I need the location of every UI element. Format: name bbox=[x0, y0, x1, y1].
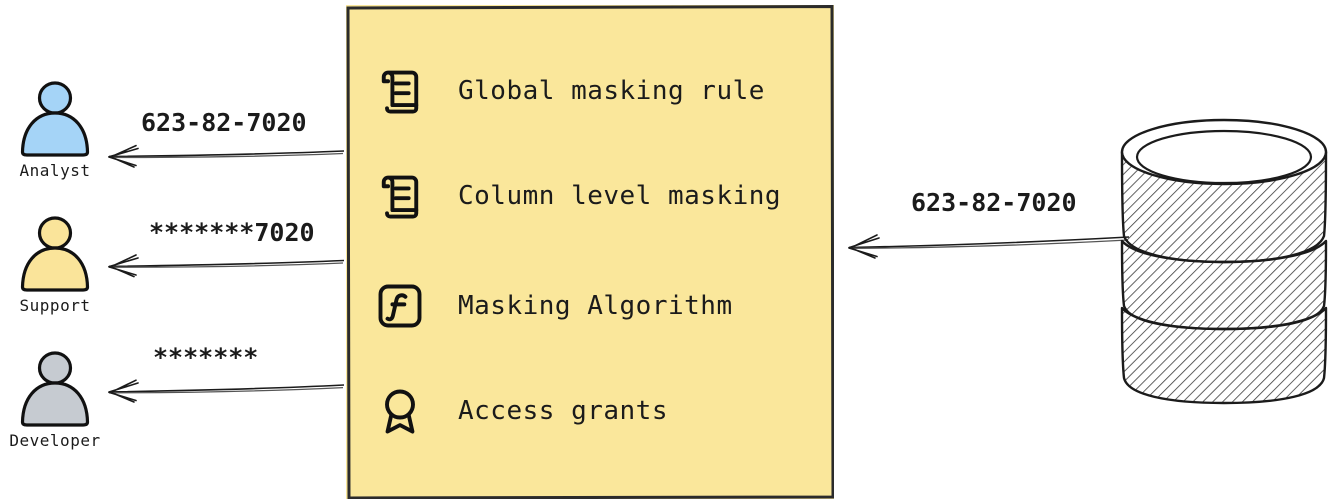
flow-label-support: *******7020 bbox=[149, 218, 315, 247]
policy-item-label: Masking Algorithm bbox=[458, 291, 733, 321]
policy-item-masking-algorithm[interactable]: Masking Algorithm bbox=[374, 280, 733, 332]
flow-database: 623-82-7020 bbox=[845, 188, 1135, 259]
flow-developer: ******* bbox=[105, 343, 345, 403]
function-icon bbox=[378, 284, 422, 328]
actor-developer[interactable]: Developer bbox=[0, 350, 110, 450]
person-icon bbox=[20, 351, 90, 427]
policy-item-label: Column level masking bbox=[458, 181, 782, 211]
arrow-left-icon bbox=[108, 379, 345, 403]
arrow-left-icon bbox=[848, 234, 1130, 259]
arrow-left-icon bbox=[108, 144, 345, 168]
database-cylinder[interactable] bbox=[1108, 110, 1340, 410]
award-ribbon-icon bbox=[385, 389, 415, 434]
policy-item-access-grants[interactable]: Access grants bbox=[374, 385, 668, 437]
actor-label-analyst: Analyst bbox=[19, 161, 91, 180]
policy-box[interactable]: Global masking rule Column level masking… bbox=[346, 5, 834, 499]
actor-label-support: Support bbox=[19, 296, 91, 315]
actor-label-developer: Developer bbox=[9, 431, 101, 450]
policy-item-column-level-masking[interactable]: Column level masking bbox=[374, 170, 781, 222]
person-icon bbox=[20, 216, 90, 292]
database-icon bbox=[1120, 118, 1328, 405]
actor-analyst[interactable]: Analyst bbox=[0, 80, 110, 180]
flow-label-analyst: 623-82-7020 bbox=[141, 108, 307, 137]
flow-analyst: 623-82-7020 bbox=[105, 108, 345, 168]
policy-item-global-masking-rule[interactable]: Global masking rule bbox=[374, 65, 765, 117]
flow-support: *******7020 bbox=[105, 218, 345, 278]
policy-item-label: Access grants bbox=[458, 396, 668, 426]
person-icon bbox=[20, 81, 90, 157]
arrow-left-icon bbox=[108, 254, 345, 278]
scroll-icon bbox=[381, 175, 419, 219]
flow-label-developer: ******* bbox=[153, 343, 259, 372]
flow-label-database: 623-82-7020 bbox=[911, 188, 1077, 217]
scroll-icon bbox=[381, 70, 419, 114]
actor-support[interactable]: Support bbox=[0, 215, 110, 315]
policy-item-label: Global masking rule bbox=[458, 76, 765, 106]
